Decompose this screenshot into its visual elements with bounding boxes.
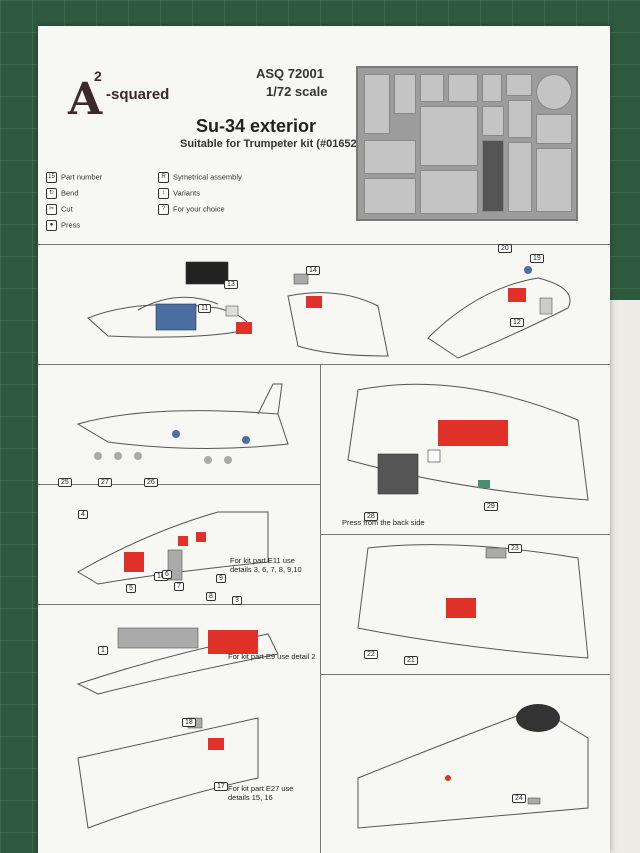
part-number-tag: 6 <box>162 570 172 579</box>
fret-part <box>508 100 532 138</box>
fret-part <box>420 170 478 214</box>
diagram-tail-engine <box>357 704 589 829</box>
part-number-icon: 15 <box>46 172 57 183</box>
diagram-canopy-rear <box>427 266 571 359</box>
note-e27: For kit part E27 use details 15, 16 <box>228 784 294 802</box>
section-divider <box>320 534 610 535</box>
diagram-engine-bay <box>357 544 589 659</box>
diagram-canopy-front <box>87 261 252 338</box>
fret-part <box>394 74 416 114</box>
symmetry-icon: R <box>158 172 169 183</box>
fret-part <box>536 74 572 110</box>
section-divider <box>38 484 320 485</box>
brand-logo: A 2 -squared <box>68 68 218 134</box>
diagram-fuselage-spine <box>76 627 279 695</box>
section-divider <box>38 244 610 245</box>
press-back-note: Press from the back side <box>342 518 425 527</box>
fret-part <box>482 74 502 102</box>
fret-part <box>364 178 416 214</box>
fret-part <box>364 140 416 174</box>
fret-part <box>482 140 504 212</box>
part-number-tag: 12 <box>510 318 524 327</box>
fret-part <box>448 74 478 102</box>
part-number-tag: 8 <box>206 592 216 601</box>
part-number-tag: 24 <box>512 794 526 803</box>
part-number-tag: 22 <box>364 650 378 659</box>
section-divider <box>320 674 610 675</box>
note-e11: For kit part E11 use details 3, 6, 7, 8,… <box>230 556 302 574</box>
choice-icon: ? <box>158 204 169 215</box>
product-code: ASQ 72001 <box>256 66 324 81</box>
section-divider <box>38 364 610 365</box>
part-number-tag: 23 <box>508 544 522 553</box>
legend-item: ?For your choice <box>158 204 225 215</box>
logo-letter: A <box>68 74 103 125</box>
fret-part <box>508 142 532 212</box>
legend-item: ↻Bend <box>46 188 79 199</box>
part-number-tag: 1 <box>98 646 108 655</box>
page-subtitle: Suitable for Trumpeter kit (#01652) <box>180 138 361 150</box>
bend-icon: ↻ <box>46 188 57 199</box>
instruction-sheet: A 2 -squared ASQ 72001 1/72 scale Su-34 … <box>38 26 610 853</box>
diagram-intake-area <box>347 383 589 501</box>
diagram-lower-fuselage <box>77 717 259 829</box>
part-number-tag: 29 <box>484 502 498 511</box>
note-e9: For kit part E9 use detail 2 <box>228 652 316 661</box>
part-number-tag: 13 <box>224 280 238 289</box>
cut-icon: ✂ <box>46 204 57 215</box>
press-icon: ● <box>46 220 57 231</box>
legend-item: ✂Cut <box>46 204 73 215</box>
page-title: Su-34 exterior <box>196 116 317 136</box>
diagram-canopy-middle <box>287 273 389 357</box>
legend-item: ↕Variants <box>158 188 200 199</box>
column-divider <box>320 364 321 853</box>
fret-part <box>536 148 572 212</box>
part-number-tag: 11 <box>198 304 212 313</box>
part-number-tag: 18 <box>182 718 196 727</box>
part-number-tag: 28 <box>364 512 378 521</box>
part-number-tag: 19 <box>530 254 544 263</box>
legend-item: ●Press <box>46 220 80 231</box>
fret-part <box>364 74 390 134</box>
part-number-tag: 20 <box>498 244 512 253</box>
diagram-side-fuselage <box>76 383 289 464</box>
part-number-tag: 14 <box>306 266 320 275</box>
part-number-tag: 7 <box>174 582 184 591</box>
part-number-tag: 4 <box>78 510 88 519</box>
product-scale: 1/72 scale <box>266 84 328 99</box>
part-number-tag: 26 <box>144 478 158 487</box>
logo-superscript: 2 <box>94 68 102 84</box>
fret-part <box>420 74 444 102</box>
part-number-tag: 9 <box>216 574 226 583</box>
part-number-tag: 21 <box>404 656 418 665</box>
variants-icon: ↕ <box>158 188 169 199</box>
part-number-tag: 3 <box>232 596 242 605</box>
fret-part <box>482 106 504 136</box>
section-divider <box>38 604 320 605</box>
part-number-tag: 25 <box>58 478 72 487</box>
fret-part <box>506 74 532 96</box>
photo-etch-fret <box>356 66 578 221</box>
part-number-tag: 5 <box>126 584 136 593</box>
fret-part <box>536 114 572 144</box>
part-number-tag: 17 <box>214 782 228 791</box>
fret-part <box>420 106 478 166</box>
part-number-tag: 27 <box>98 478 112 487</box>
logo-wordmark: -squared <box>106 86 170 103</box>
